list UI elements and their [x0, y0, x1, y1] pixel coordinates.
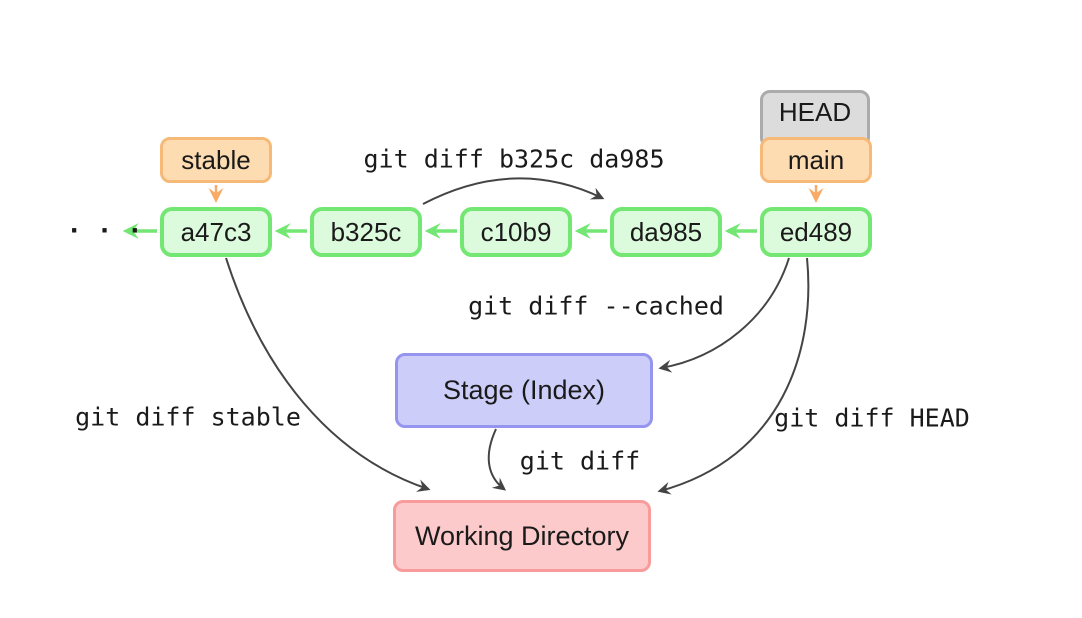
commit-label: ed489 [779, 217, 853, 247]
commit-da985: da985 [610, 207, 722, 257]
commit-ed489: ed489 [760, 207, 872, 257]
working-directory-label: Working Directory [414, 520, 630, 551]
stage-index-box: Stage (Index) [395, 353, 653, 428]
history-ellipsis: · · · [70, 214, 147, 247]
commit-b325c: b325c [310, 207, 422, 257]
stage-index-label: Stage (Index) [442, 375, 606, 405]
commit-label: c10b9 [480, 217, 552, 247]
commit-label: da985 [629, 217, 703, 247]
working-directory-box: Working Directory [393, 500, 651, 572]
cmd-git-diff-head: git diff HEAD [774, 403, 970, 433]
commit-c10b9: c10b9 [460, 207, 572, 257]
branch-stable-label: stable [181, 145, 251, 175]
commit-label: b325c [330, 217, 402, 247]
arrow-diff [487, 428, 507, 491]
cmd-git-diff: git diff [519, 446, 641, 476]
branch-main: main [760, 137, 872, 183]
branch-stable: stable [160, 137, 272, 183]
arrow-diff-range [422, 177, 605, 205]
commit-a47c3: a47c3 [160, 207, 272, 257]
cmd-git-diff-cached: git diff --cached [468, 291, 724, 321]
commit-label: a47c3 [180, 217, 252, 247]
cmd-git-diff-stable: git diff stable [75, 402, 301, 432]
branch-main-label: main [787, 145, 845, 175]
head-label: HEAD [778, 97, 852, 127]
cmd-git-diff-range: git diff b325c da985 [363, 144, 665, 174]
